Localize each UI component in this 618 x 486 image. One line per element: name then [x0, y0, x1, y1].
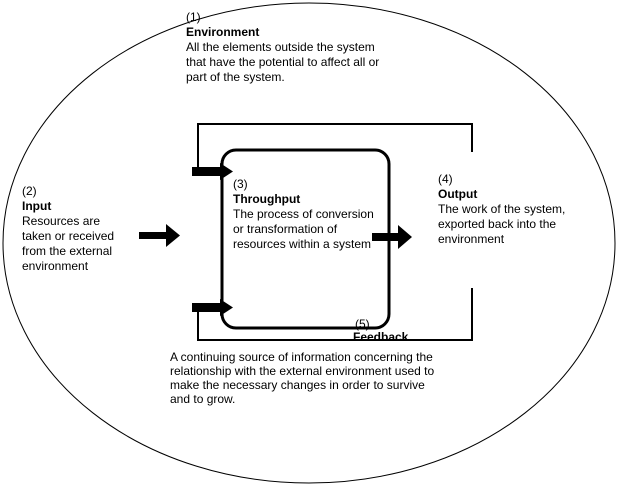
input-block: (2) Input Resources are taken or receive… — [22, 184, 132, 274]
environment-number: (1) — [186, 10, 201, 24]
feedback-title: Feedback — [353, 330, 409, 344]
output-block: (4) Output The work of the system, expor… — [438, 172, 573, 247]
throughput-block: (3) Throughput The process of conversion… — [233, 177, 378, 252]
environment-title: Environment — [186, 25, 260, 39]
output-arrow — [372, 225, 412, 249]
feed-arrow-top — [192, 163, 233, 180]
output-number: (4) — [438, 172, 453, 186]
environment-block: (1) Environment All the elements outside… — [186, 10, 386, 85]
feedback-loop-bottom — [197, 288, 473, 341]
throughput-description: The process of conversion or transformat… — [233, 207, 374, 251]
feedback-number: (5) — [355, 317, 370, 331]
feedback-description: A continuing source of information conce… — [170, 350, 435, 406]
input-number: (2) — [22, 184, 37, 198]
feedback-loop-top — [197, 123, 473, 170]
feed-arrow-bottom — [192, 299, 233, 316]
throughput-title: Throughput — [233, 192, 301, 206]
input-title: Input — [22, 199, 52, 213]
environment-description: All the elements outside the system that… — [186, 40, 380, 84]
output-title: Output — [438, 187, 478, 201]
output-description: The work of the system, exported back in… — [438, 202, 566, 246]
input-description: Resources are taken or received from the… — [22, 214, 115, 273]
throughput-number: (3) — [233, 177, 248, 191]
input-arrow — [139, 224, 180, 247]
